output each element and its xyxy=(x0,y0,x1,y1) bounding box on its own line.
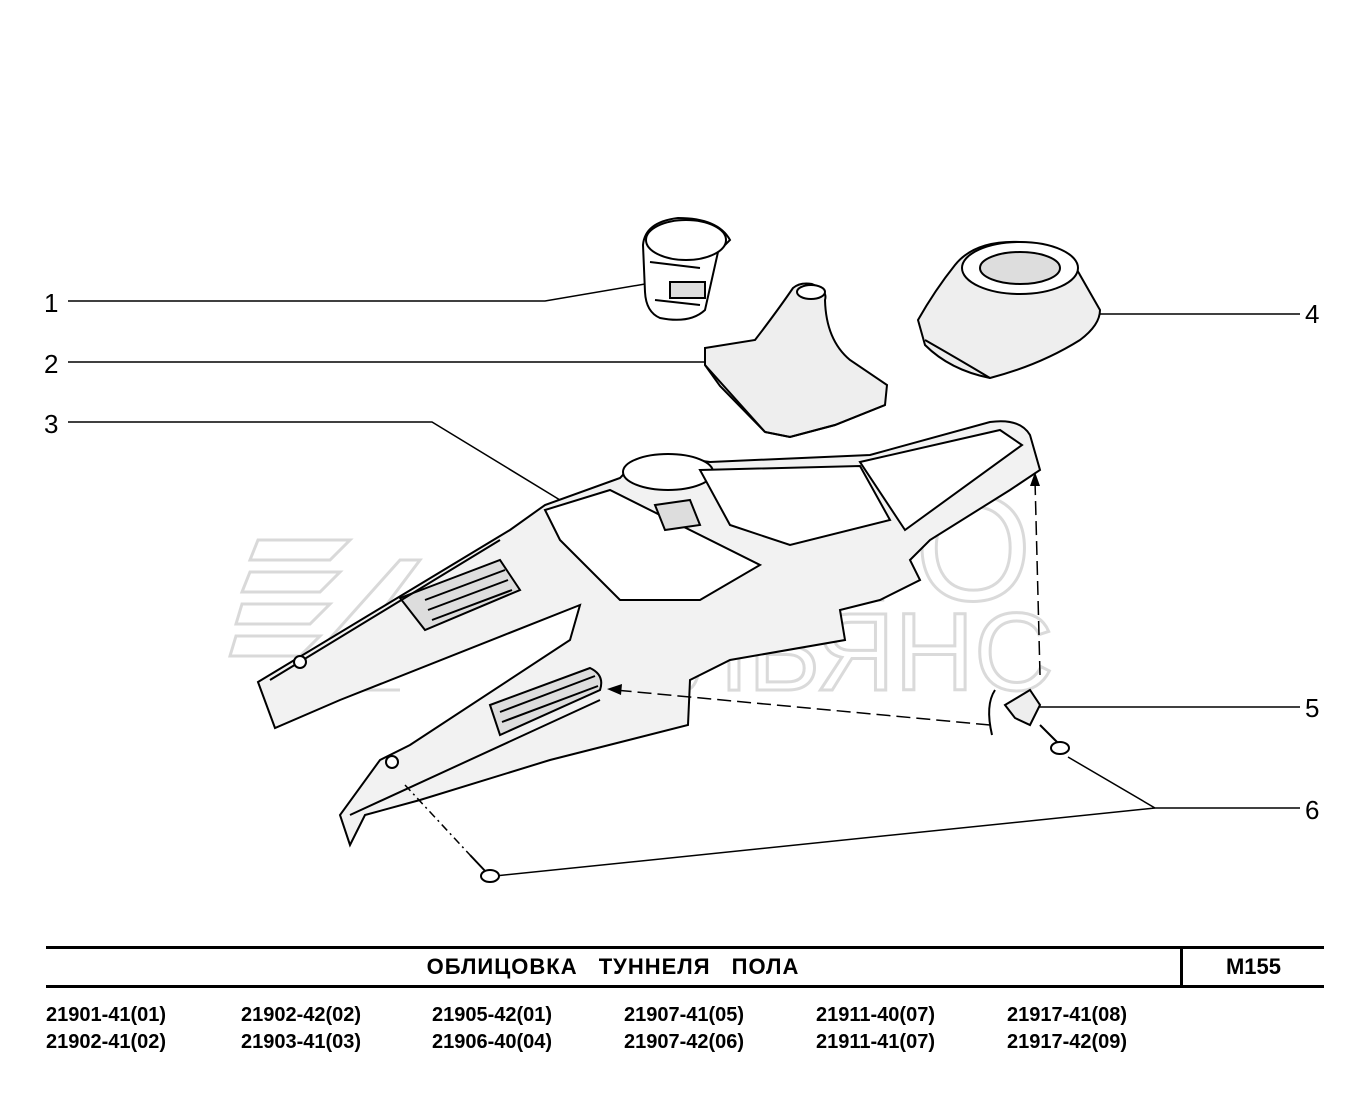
callout-1: 1 xyxy=(44,288,59,318)
model-code: 21917-42(09) xyxy=(1007,1031,1128,1053)
part-5-clip xyxy=(988,688,1042,736)
part-3-tunnel-console xyxy=(256,420,1042,848)
model-code: 21911-41(07) xyxy=(816,1031,935,1053)
leader-lines xyxy=(68,283,1300,877)
callout-2: 2 xyxy=(44,349,59,379)
part-4-selector-housing xyxy=(916,240,1102,380)
model-column-6: 21917-41(08) 21917-42(09) xyxy=(1007,1002,1197,1056)
model-column-1: 21901-41(01) 21902-41(02) xyxy=(46,1002,236,1056)
part-2-gear-boot xyxy=(704,282,889,439)
callout-5: 5 xyxy=(1305,693,1320,723)
parts-diagram: АВТО АЛЬЯНС xyxy=(68,216,1300,883)
model-code: 21907-42(06) xyxy=(624,1031,745,1053)
model-code: 21903-41(03) xyxy=(241,1031,362,1053)
model-code: 21917-41(08) xyxy=(1007,1004,1128,1026)
diagram-title: ОБЛИЦОВКА ТУННЕЛЯ ПОЛА xyxy=(426,954,800,979)
model-list: 21901-41(01) 21902-41(02) 21902-42(02) 2… xyxy=(46,1002,1324,1062)
model-code: 21905-42(01) xyxy=(432,1004,553,1026)
callout-3: 3 xyxy=(44,409,59,439)
model-column-4: 21907-41(05) 21907-42(06) xyxy=(624,1002,814,1056)
model-code: 21901-41(01) xyxy=(46,1004,167,1026)
model-code: 21902-42(02) xyxy=(241,1004,362,1026)
part-1-cup-holder-insert xyxy=(641,216,732,321)
model-column-2: 21902-42(02) 21903-41(03) xyxy=(241,1002,431,1056)
model-code: 21911-40(07) xyxy=(816,1004,935,1026)
model-column-5: 21911-40(07) 21911-41(07) xyxy=(816,1002,1006,1056)
assembly-arrows xyxy=(607,472,1040,695)
callout-6: 6 xyxy=(1305,795,1320,825)
model-code: 21907-41(05) xyxy=(624,1004,745,1026)
title-divider xyxy=(1180,949,1183,985)
assembly-lines xyxy=(404,479,1041,856)
callout-4: 4 xyxy=(1305,299,1320,329)
model-code: 21902-41(02) xyxy=(46,1031,167,1053)
part-6-screws xyxy=(469,724,1070,883)
title-bar: ОБЛИЦОВКА ТУННЕЛЯ ПОЛА М155 xyxy=(46,946,1324,988)
diagram-code: М155 xyxy=(1225,954,1282,979)
model-column-3: 21905-42(01) 21906-40(04) xyxy=(432,1002,622,1056)
model-code: 21906-40(04) xyxy=(432,1031,553,1053)
